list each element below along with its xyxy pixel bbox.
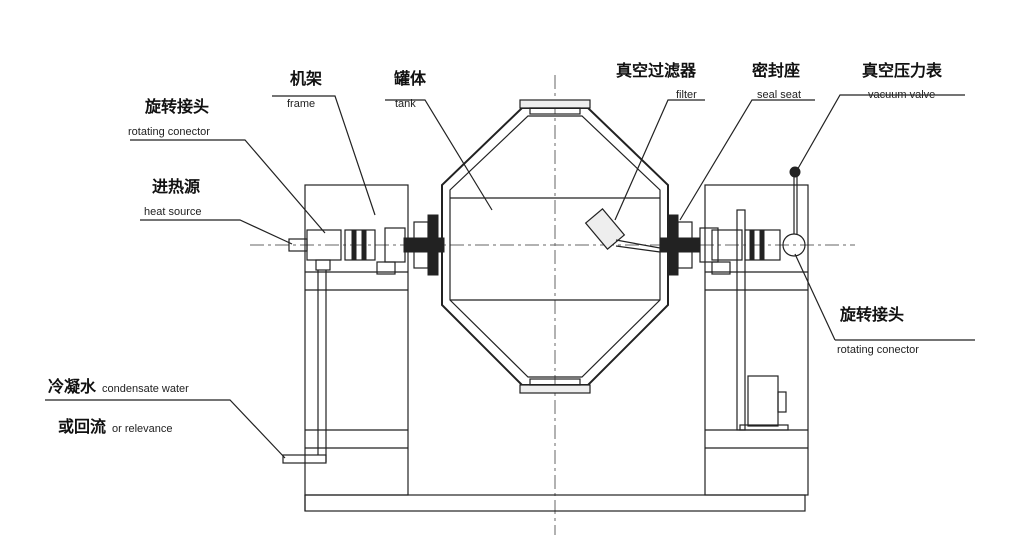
label-en: heat source: [144, 206, 201, 218]
base-frame: [304, 494, 806, 512]
label-vacuum: 真空压力表 vacuum valve: [862, 61, 943, 101]
label-cn: 旋转接头: [839, 305, 904, 324]
label-cn: 机架: [290, 69, 322, 88]
label-cn: 真空过滤器: [616, 61, 697, 80]
left-trunnion: [344, 214, 445, 276]
label-rotating-connector-right: 旋转接头 rotating conector: [837, 305, 919, 356]
label-relevance: 或回流 or relevance: [58, 417, 173, 436]
leader-lines: [45, 94, 975, 459]
label-en: seal seat: [757, 89, 801, 101]
label-frame: 机架 frame: [287, 69, 322, 110]
label-filter: 真空过滤器 filter: [616, 61, 697, 101]
right-stand: [704, 184, 809, 496]
right-trunnion: [659, 214, 781, 276]
label-heat-source: 进热源 heat source: [144, 177, 201, 218]
label-cn: 冷凝水: [48, 377, 97, 396]
vacuum-filter: [584, 208, 661, 253]
label-en: or relevance: [112, 423, 173, 435]
label-en: frame: [287, 98, 315, 110]
label-cn: 或回流: [58, 417, 106, 436]
label-en: condensate water: [102, 383, 189, 395]
label-seal-seat: 密封座 seal seat: [751, 61, 801, 101]
label-tank: 罐体 tank: [393, 69, 427, 110]
condensate-pipe: [282, 270, 327, 464]
label-condensate: 冷凝水 condensate water: [48, 377, 189, 396]
left-rotating-joint: [288, 229, 342, 271]
label-rotating-connector-left: 旋转接头 rotating conector: [128, 97, 210, 138]
label-en: filter: [676, 89, 697, 101]
label-en: tank: [395, 98, 416, 110]
vacuum-gauge: [782, 166, 806, 257]
label-en: rotating conector: [128, 126, 210, 138]
label-cn: 罐体: [393, 69, 427, 88]
label-cn: 密封座: [751, 61, 800, 80]
tank-body: [441, 99, 669, 394]
label-cn: 真空压力表: [862, 61, 943, 80]
label-cn: 旋转接头: [144, 97, 209, 116]
label-en: rotating conector: [837, 344, 919, 356]
left-stand: [304, 184, 409, 496]
label-en: vacuum valve: [868, 89, 935, 101]
drive-unit: [736, 209, 789, 431]
label-cn: 进热源: [152, 177, 200, 196]
